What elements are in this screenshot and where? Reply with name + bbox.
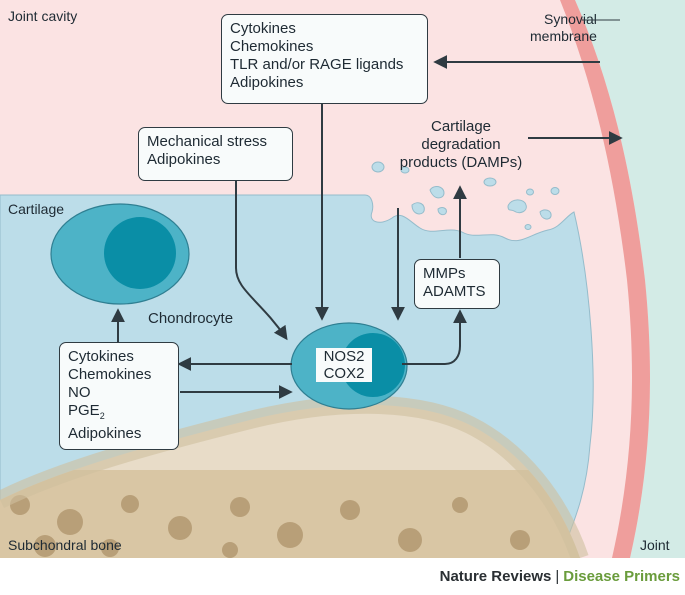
- top-mediators-cytokines: Cytokines: [230, 20, 296, 37]
- synovial-membrane: [560, 0, 650, 558]
- local-pge-subscript: 2: [99, 411, 105, 421]
- subchondral-bone-label: Subchondral bone: [8, 537, 122, 553]
- damps-line-3: products (DAMPs): [399, 154, 523, 171]
- local-pge: PGE: [68, 402, 100, 419]
- top-mediators-adipokines: Adipokines: [230, 74, 304, 91]
- mechanical-stress-text: Mechanical stress: [147, 133, 268, 150]
- chondrocyte-label: Chondrocyte: [148, 310, 234, 327]
- credit-publisher: Nature Reviews: [439, 568, 552, 585]
- local-no: NO: [68, 384, 91, 401]
- credit-separator: |: [555, 568, 560, 585]
- top-mediators-tlr-rage: TLR and/or RAGE ligands: [230, 56, 404, 73]
- arrows: [111, 55, 623, 399]
- synovial-label-line-1: Synovial: [544, 11, 597, 27]
- local-mediators-box: Cytokines Chemokines NO PGE2 Adipokines: [59, 342, 179, 450]
- damps-line-1: Cartilage: [430, 118, 492, 135]
- damps-line-2: degradation: [421, 136, 501, 153]
- chondrocyte: [50, 203, 190, 305]
- proteases-box: MMPs ADAMTS: [414, 259, 500, 309]
- proteases-adamts: ADAMTS: [423, 283, 486, 300]
- diagram: Joint cavity Synovial membrane Cartilage…: [0, 0, 685, 561]
- proteases-mmps: MMPs: [423, 265, 466, 282]
- mechanical-adipokines-text: Adipokines: [147, 151, 221, 168]
- arrow-mechanical-to-cell: [235, 180, 288, 341]
- top-mediators-box: Cytokines Chemokines TLR and/or RAGE lig…: [221, 14, 428, 104]
- joint-cavity-label: Joint cavity: [8, 8, 78, 24]
- cartilage-label: Cartilage: [8, 201, 65, 217]
- local-pge2: PGE2: [68, 402, 170, 425]
- credit-journal: Disease Primers: [563, 568, 680, 585]
- local-cytokines: Cytokines: [68, 348, 134, 365]
- joint-label: Joint: [640, 537, 670, 553]
- mechanical-stress-box: Mechanical stress Adipokines: [138, 127, 293, 181]
- arrow-cell-to-proteases: [402, 309, 467, 365]
- synovial-membrane-label: Synovial membrane: [530, 11, 597, 45]
- credit-line: Nature Reviews|Disease Primers: [0, 568, 680, 585]
- damps-label: Cartilage degradation products (DAMPs): [386, 118, 536, 172]
- enzyme-cox2: COX2: [316, 365, 372, 382]
- synovial-leader-line: [582, 19, 620, 21]
- local-chemokines: Chemokines: [68, 366, 152, 383]
- joint-region: [575, 0, 685, 558]
- enzyme-nos2: NOS2: [316, 348, 372, 365]
- local-adipokines: Adipokines: [68, 425, 142, 442]
- synovial-label-line-2: membrane: [530, 28, 597, 44]
- top-mediators-chemokines: Chemokines: [230, 38, 314, 55]
- enzyme-label: NOS2 COX2: [316, 348, 372, 382]
- damp-fragments: [371, 161, 560, 230]
- bone-marrow-spaces: [0, 470, 580, 558]
